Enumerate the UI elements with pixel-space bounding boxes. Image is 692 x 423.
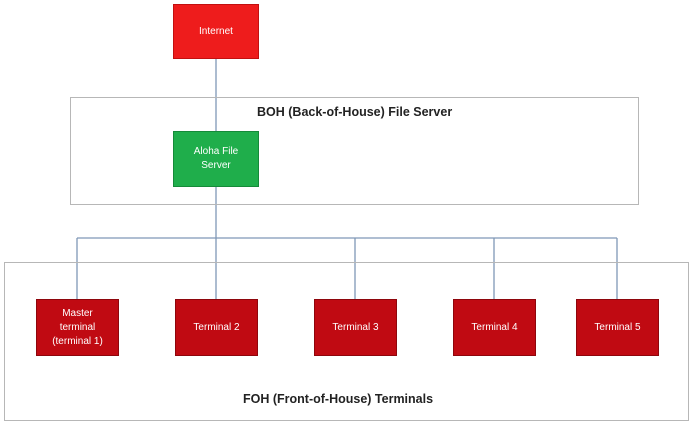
terminal-2-node: Terminal 2 — [175, 299, 258, 356]
internet-node: Internet — [173, 4, 259, 59]
terminal-1-node: Master terminal (terminal 1) — [36, 299, 119, 356]
terminal-4-node: Terminal 4 — [453, 299, 536, 356]
foh-container — [4, 262, 689, 421]
aloha-file-server-node: Aloha File Server — [173, 131, 259, 187]
boh-title: BOH (Back-of-House) File Server — [257, 105, 453, 119]
terminal-3-node: Terminal 3 — [314, 299, 397, 356]
foh-title: FOH (Front-of-House) Terminals — [243, 392, 434, 406]
boh-container — [70, 97, 639, 205]
terminal-5-node: Terminal 5 — [576, 299, 659, 356]
